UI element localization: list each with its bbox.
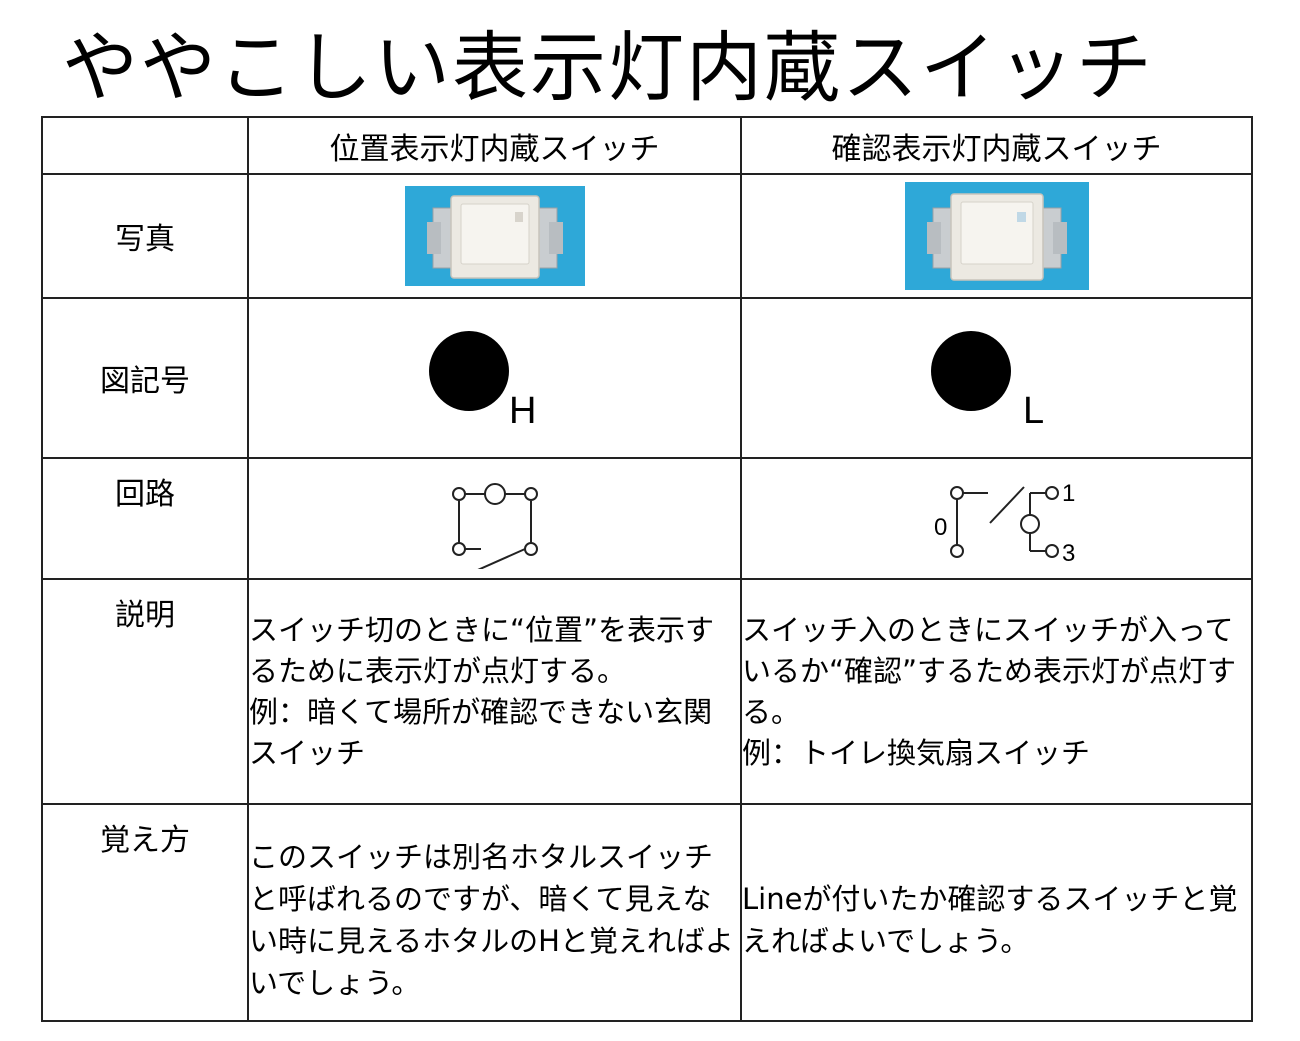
- terminal-0-label: 0: [934, 514, 947, 541]
- memo-row-label: 覚え方: [41, 803, 249, 1022]
- position-description-example: 例：暗くて場所が確認できない玄関スイッチ: [249, 694, 713, 770]
- position-switch-photo: [404, 186, 585, 286]
- confirm-switch-circuit: 0 1 3: [934, 480, 1075, 567]
- header-confirm-switch: 確認表示灯内蔵スイッチ: [740, 116, 1253, 175]
- position-switch-symbol: H: [428, 331, 536, 432]
- photo-row: 写真: [41, 173, 1253, 299]
- description-row-label: 説明: [41, 578, 249, 805]
- confirm-description-text: スイッチ入のときにスイッチが入っているか“確認”するため表示灯が点灯する。: [742, 612, 1237, 729]
- switch-dot-icon: [930, 331, 1011, 411]
- position-description-text: スイッチ切のときに“位置”を表示するために表示灯が点灯する。: [249, 612, 715, 688]
- switch-dot-icon: [428, 331, 509, 411]
- position-memo-cell: このスイッチは別名ホタルスイッチと呼ばれるのですが、暗くて見えない時に見えるホタ…: [247, 803, 742, 1022]
- photo-row-label: 写真: [41, 173, 249, 299]
- position-switch-circuit: [451, 482, 538, 569]
- terminal-1-label: 1: [1062, 480, 1075, 507]
- circuit-row: 回路: [41, 457, 1253, 580]
- symbol-row: 図記号 H L: [41, 297, 1253, 459]
- circuit-row-label: 回路: [41, 457, 249, 580]
- confirm-description-cell: スイッチ入のときにスイッチが入っているか“確認”するため表示灯が点灯する。 例：…: [740, 578, 1253, 805]
- table-header-row: 位置表示灯内蔵スイッチ 確認表示灯内蔵スイッチ: [41, 116, 1253, 175]
- description-row: 説明 スイッチ切のときに“位置”を表示するために表示灯が点灯する。 例：暗くて場…: [41, 578, 1253, 805]
- position-memo-text: このスイッチは別名ホタルスイッチと呼ばれるのですが、暗くて見えない時に見えるホタ…: [249, 839, 734, 1000]
- header-position-switch: 位置表示灯内蔵スイッチ: [247, 116, 742, 175]
- position-description-cell: スイッチ切のときに“位置”を表示するために表示灯が点灯する。 例：暗くて場所が確…: [247, 578, 742, 805]
- confirm-description-example: 例：トイレ換気扇スイッチ: [742, 735, 1091, 770]
- confirm-switch-photo: [904, 182, 1089, 290]
- terminal-3-label: 3: [1062, 540, 1075, 567]
- switch-comparison-table: 位置表示灯内蔵スイッチ 確認表示灯内蔵スイッチ 写真: [41, 116, 1253, 1022]
- confirm-memo-cell: Lineが付いたか確認するスイッチと覚えればよいでしょう。: [740, 803, 1253, 1022]
- page-title: ややこしい表示灯内蔵スイッチ: [62, 23, 1154, 112]
- confirm-switch-symbol: L: [930, 331, 1044, 432]
- symbol-suffix-h: H: [509, 390, 536, 432]
- memo-row: 覚え方 このスイッチは別名ホタルスイッチと呼ばれるのですが、暗くて見えない時に見…: [41, 803, 1253, 1022]
- header-empty-cell: [41, 116, 249, 175]
- symbol-row-label: 図記号: [41, 297, 249, 459]
- confirm-memo-text: Lineが付いたか確認するスイッチと覚えればよいでしょう。: [742, 881, 1238, 958]
- symbol-suffix-l: L: [1023, 390, 1044, 432]
